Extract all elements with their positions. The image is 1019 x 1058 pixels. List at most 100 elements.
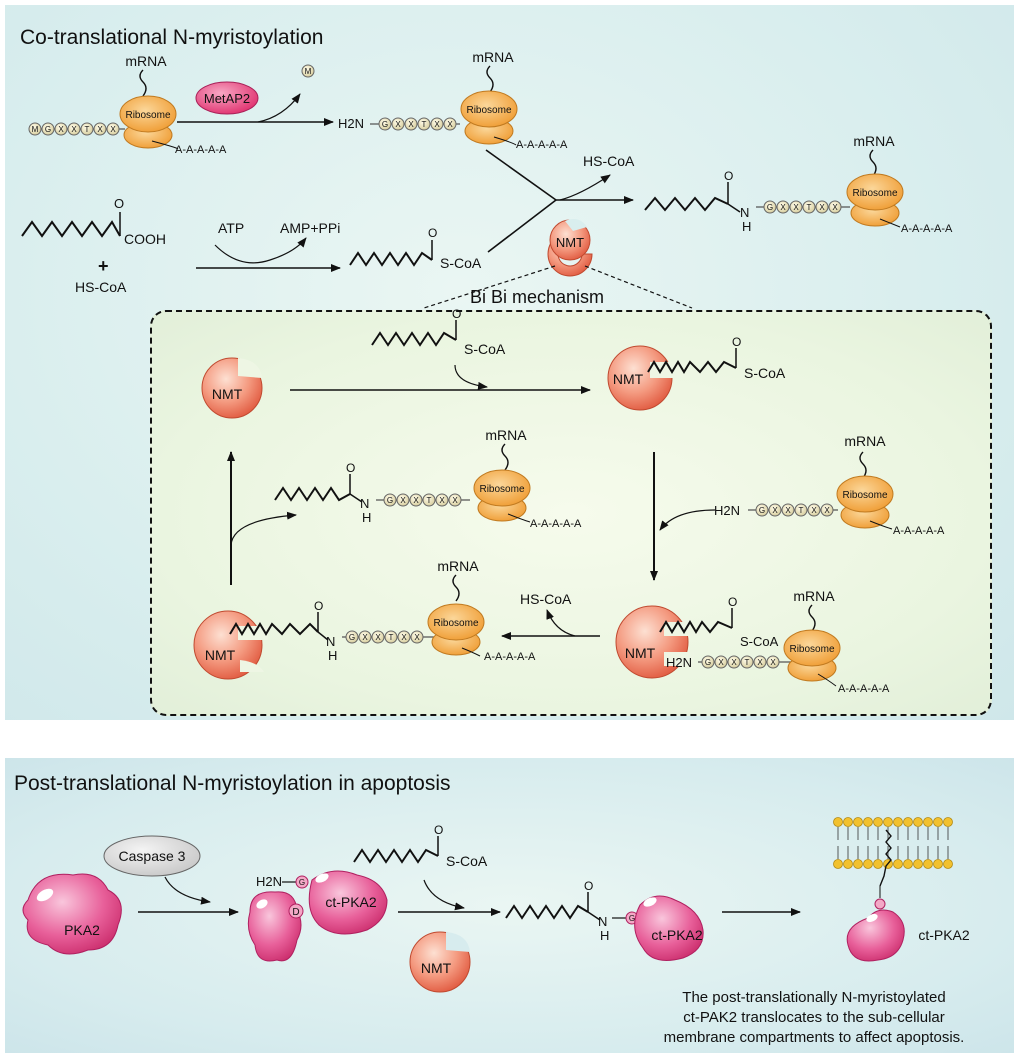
caspase-3: Caspase 3 — [103, 835, 201, 877]
h2n-label-3: H2N — [666, 655, 692, 670]
ribosome-4: Ribosome — [836, 451, 894, 530]
ribosome-6: Ribosome — [427, 574, 485, 657]
svg-text:T: T — [85, 125, 90, 134]
svg-text:O: O — [346, 461, 355, 475]
peptide-chain-2: G X X T X X — [370, 117, 460, 131]
svg-text:X: X — [395, 120, 401, 129]
nmt-enzyme-main: NMT — [547, 219, 593, 277]
svg-text:X: X — [718, 658, 724, 667]
svg-text:G: G — [705, 658, 711, 667]
svg-text:T: T — [807, 203, 812, 212]
metap2-enzyme: MetAP2 — [195, 81, 259, 115]
svg-text:X: X — [772, 506, 778, 515]
svg-text:D: D — [292, 907, 299, 918]
posttranslational-panel — [5, 758, 1014, 1053]
polya-label-1: A-A-A-A-A — [175, 144, 227, 156]
gly-bead-1 — [295, 875, 309, 889]
svg-text:O: O — [724, 169, 733, 183]
mrna-label-3: mRNA — [853, 133, 895, 149]
svg-text:Ribosome: Ribosome — [852, 188, 897, 199]
svg-text:G: G — [299, 878, 305, 887]
svg-text:X: X — [757, 658, 763, 667]
nmt-enzyme-bottom: NMT — [409, 931, 471, 993]
svg-text:O: O — [732, 335, 741, 349]
nmt-ternary-complex: NMT O S-CoA H2N — [615, 595, 779, 679]
cleaved-pka2-fragment: D — [247, 891, 304, 962]
arrow-acylcoa-in — [454, 364, 488, 390]
svg-text:X: X — [452, 496, 458, 505]
svg-text:G: G — [45, 125, 51, 134]
svg-text:N: N — [740, 205, 749, 220]
svg-text:M: M — [32, 125, 39, 134]
arrow-hscoa-out — [546, 609, 576, 637]
met-released — [301, 64, 315, 78]
h2n-label-2: H2N — [714, 503, 740, 518]
ct-pka2-fragment-1: ct-PKA2 — [308, 870, 388, 935]
svg-text:M: M — [305, 67, 312, 76]
hscoa-label-1: HS-CoA — [75, 279, 127, 295]
svg-text:ct-PKA2: ct-PKA2 — [651, 927, 703, 943]
hscoa-label-3: HS-CoA — [520, 591, 572, 607]
atp-label: ATP — [218, 220, 244, 236]
cotranslational-title: Co-translational N-myristoylation — [20, 26, 324, 49]
svg-text:O: O — [584, 879, 593, 893]
svg-text:X: X — [780, 203, 786, 212]
svg-text:X: X — [97, 125, 103, 134]
svg-text:H: H — [600, 928, 609, 943]
svg-text:NMT: NMT — [613, 371, 644, 387]
svg-text:O: O — [728, 595, 737, 609]
polya-label-6: A-A-A-A-A — [484, 651, 536, 663]
svg-text:X: X — [439, 496, 445, 505]
nmt-free: NMT — [201, 357, 263, 419]
arrow-peptide-in — [659, 509, 716, 531]
peptide-chain-4: G X X T X X — [748, 503, 838, 517]
myristoyl-coa-chain-3 — [353, 848, 439, 864]
peptide-chain-3: G X X T X X — [756, 200, 850, 214]
released-acyl-chain — [274, 486, 351, 502]
svg-text:T: T — [427, 496, 432, 505]
svg-text:ct-PKA2: ct-PKA2 — [918, 927, 970, 943]
svg-text:X: X — [731, 658, 737, 667]
scoa-label-5: S-CoA — [446, 853, 488, 869]
svg-text:H: H — [742, 219, 751, 234]
svg-text:X: X — [400, 496, 406, 505]
peptide-chain-6: G X X T X X — [342, 630, 436, 644]
svg-text:Ribosome: Ribosome — [125, 110, 170, 121]
svg-text:O: O — [452, 307, 461, 321]
svg-text:NMT: NMT — [205, 647, 236, 663]
product-acyl-chain — [644, 196, 729, 212]
mrna-label-7: mRNA — [485, 427, 527, 443]
svg-text:O: O — [434, 823, 443, 837]
svg-text:X: X — [58, 125, 64, 134]
svg-text:X: X — [785, 506, 791, 515]
ribosome-1: Ribosome — [119, 69, 179, 150]
polya-label-5: A-A-A-A-A — [838, 683, 890, 695]
svg-text:X: X — [811, 506, 817, 515]
svg-text:N: N — [598, 914, 607, 929]
svg-text:G: G — [629, 914, 635, 923]
svg-text:T: T — [745, 658, 750, 667]
svg-text:X: X — [819, 203, 825, 212]
arrow-acylcoa-in-2 — [423, 879, 465, 911]
amp-ppi-label: AMP+PPi — [280, 220, 340, 236]
svg-text:X: X — [770, 658, 776, 667]
peptide-chain-7: G X X T X X — [376, 493, 470, 507]
svg-text:NMT: NMT — [625, 645, 656, 661]
svg-text:PKA2: PKA2 — [64, 922, 100, 938]
svg-text:O: O — [428, 226, 437, 240]
svg-text:X: X — [401, 633, 407, 642]
h2n-label-1: H2N — [338, 116, 364, 131]
arrow-product-release — [230, 511, 297, 546]
arrow-hscoa-release — [559, 174, 611, 201]
posttranslational-title: Post-translational N-myristoylation in a… — [14, 772, 451, 795]
svg-text:X: X — [110, 125, 116, 134]
caption-line-1: The post-translationally N-myristoylated — [682, 989, 945, 1006]
svg-text:O: O — [314, 599, 323, 613]
ct-pka2-myristoylated: ct-PKA2 — [634, 895, 704, 961]
merge-line-bottom — [487, 199, 557, 253]
svg-text:X: X — [832, 203, 838, 212]
svg-text:Ribosome: Ribosome — [479, 484, 524, 495]
ct-pka2-membrane-bound: ct-PKA2 — [846, 898, 970, 962]
arrow-atp-amp — [214, 237, 307, 264]
